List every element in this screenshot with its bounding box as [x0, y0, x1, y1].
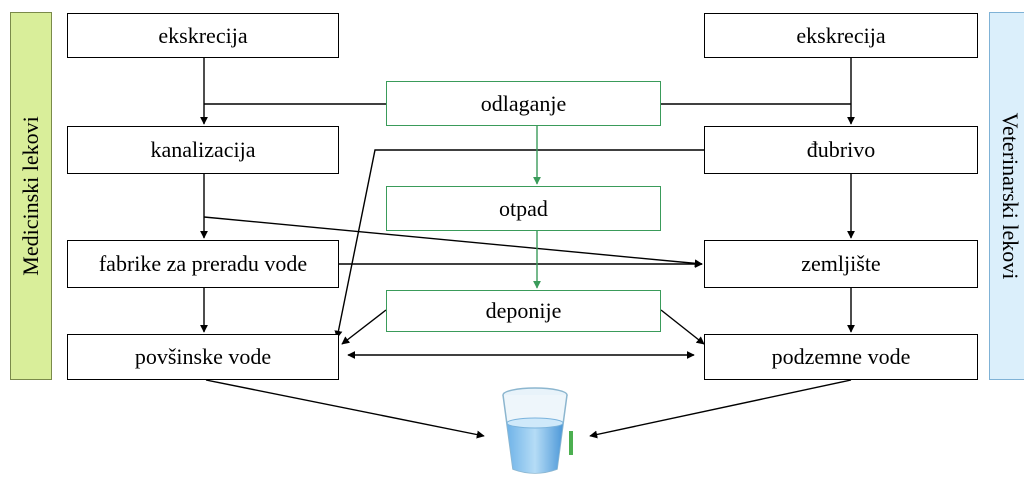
box-label: otpad	[499, 195, 548, 221]
arrow-podzemne-glass	[589, 379, 852, 439]
arrow-deponije-podzemne	[660, 309, 705, 345]
water-glass-icon	[502, 387, 573, 474]
box-podzemne-vode: podzemne vode	[704, 334, 978, 380]
arrow-dubrivo-povrsinske	[334, 149, 704, 339]
box-dubrivo: đubrivo	[704, 126, 978, 174]
box-kanalizacija: kanalizacija	[67, 126, 339, 174]
arrow-povrsinske-glass	[205, 379, 485, 439]
box-label: odlaganje	[480, 90, 567, 116]
box-label: ekskrecija	[796, 22, 886, 48]
veterinary-drugs-bar: Veterinarski lekovi	[989, 12, 1024, 380]
box-fabrike: fabrike za preradu vode	[67, 240, 339, 288]
box-label: deponije	[485, 298, 562, 323]
arrow-deponije-povrsinske	[341, 309, 387, 345]
box-label: ekskrecija	[158, 22, 248, 48]
box-label: đubrivo	[806, 137, 876, 162]
arrow-kanalizacija-zemljiste	[203, 216, 703, 268]
box-povrsinske-vode: povšinske vode	[67, 334, 339, 380]
box-zemljiste: zemljište	[704, 240, 978, 288]
box-odlaganje: odlaganje	[386, 81, 661, 126]
box-otpad: otpad	[386, 186, 661, 231]
box-label: fabrike za preradu vode	[98, 251, 308, 276]
medical-drugs-bar: Medicinski lekovi	[10, 12, 52, 380]
box-label: zemljište	[801, 251, 881, 276]
box-ekskrecija-right: ekskrecija	[704, 13, 978, 58]
box-label: podzemne vode	[771, 344, 911, 369]
box-label: povšinske vode	[134, 344, 272, 369]
box-deponije: deponije	[386, 290, 661, 332]
box-ekskrecija-left: ekskrecija	[67, 13, 339, 58]
box-label: kanalizacija	[150, 137, 256, 162]
